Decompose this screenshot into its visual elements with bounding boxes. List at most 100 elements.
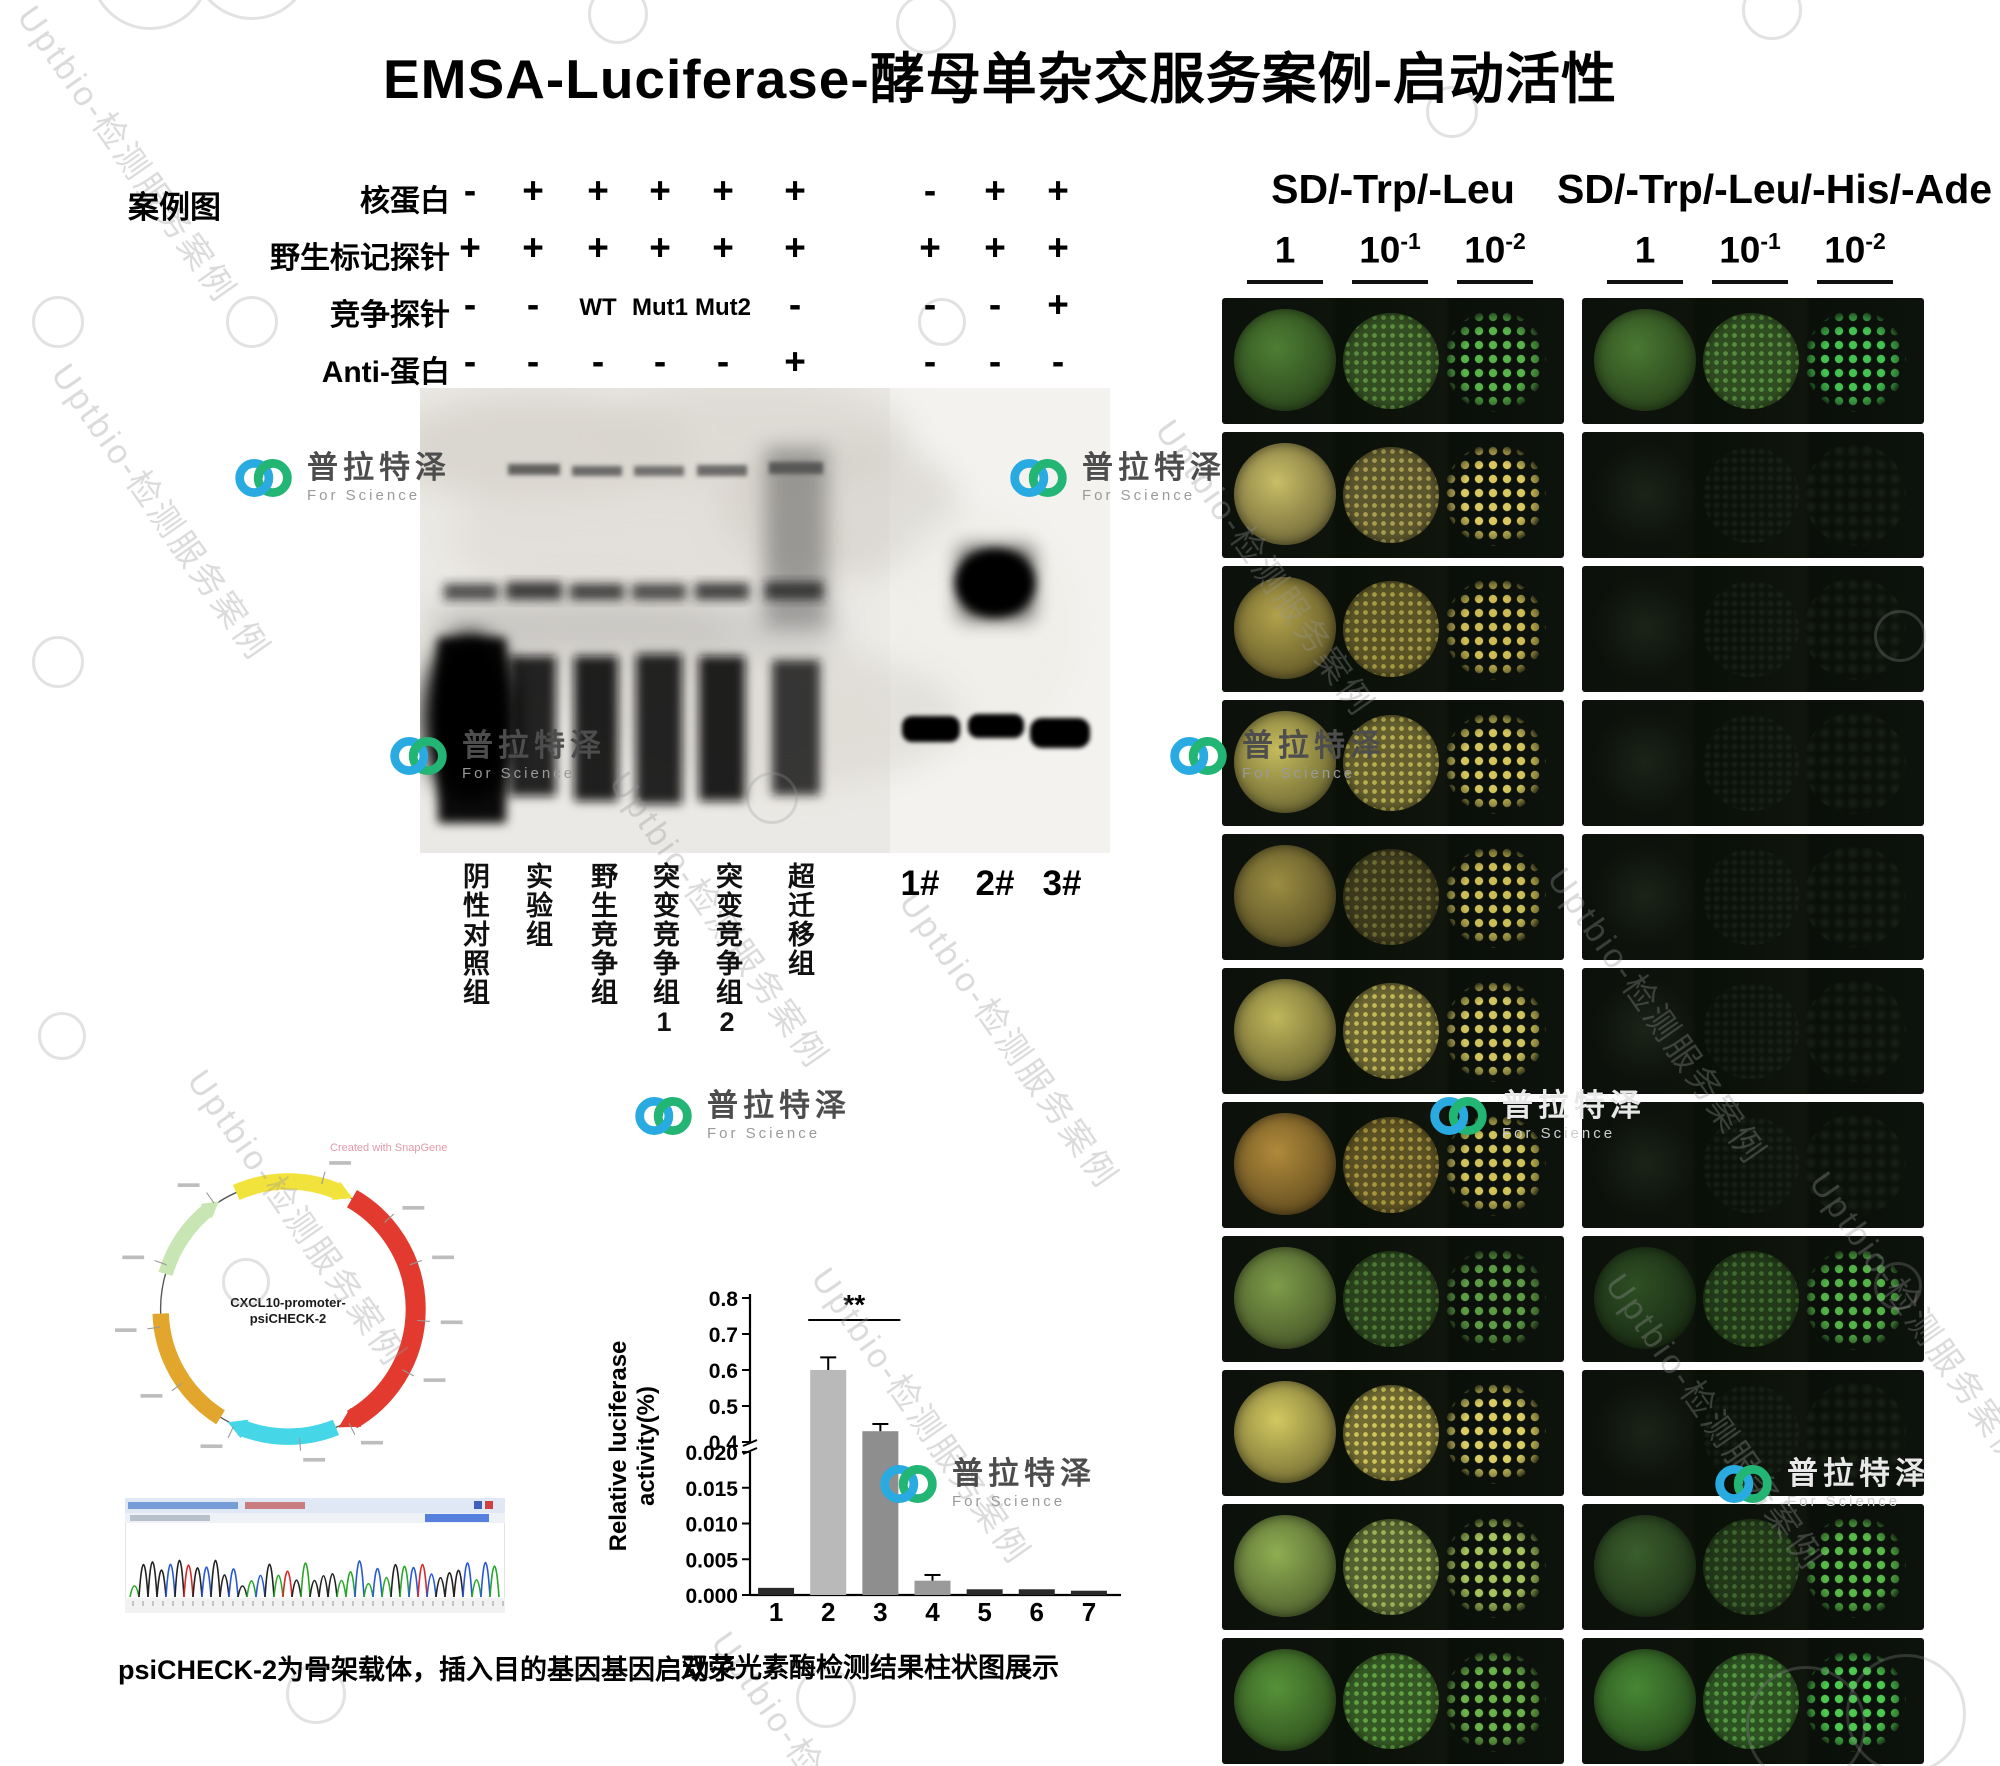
colony-spot [1594, 1381, 1696, 1483]
svg-text:1: 1 [769, 1597, 783, 1627]
brand-watermark: 普拉特泽 For Science [228, 452, 451, 504]
svg-text:7: 7 [1082, 1597, 1096, 1627]
colony-spot [1444, 846, 1546, 948]
brand-name: 普拉特泽 [1502, 1088, 1646, 1123]
condition-value: + [459, 227, 481, 268]
colony-spot [1594, 1247, 1696, 1349]
condition-row: Anti-蛋白-----+--- [120, 339, 1120, 395]
brand-logo-icon [1170, 737, 1227, 775]
brand-tagline: For Science [307, 487, 421, 504]
yeast-plate-right-row11 [1582, 1638, 1924, 1764]
yeast-right-header: SD/-Trp/-Leu/-His/-Ade [1557, 166, 1993, 212]
colony-spot [1804, 1382, 1906, 1484]
yeast-plate-right-row5 [1582, 834, 1924, 960]
colony-spot [1343, 313, 1439, 409]
colony-spot [1234, 443, 1336, 545]
colony-spot [1804, 1516, 1906, 1618]
yeast-plate-right-row7 [1582, 1102, 1924, 1228]
yeast-plate-right-row2 [1582, 432, 1924, 558]
yeast-plate-left-row1 [1222, 298, 1564, 424]
yeast-plate-right-row3 [1582, 566, 1924, 692]
yeast-plate-left-row11 [1222, 1638, 1564, 1764]
svg-text:0.6: 0.6 [709, 1360, 738, 1383]
luciferase-bar-chart: 0.80.70.60.50.40.0200.0150.0100.0050.000… [605, 1288, 1121, 1627]
brand-name: 普拉特泽 [1082, 450, 1226, 485]
emsa-lane-label: 阴性对照组 [459, 862, 489, 1007]
condition-value: + [522, 170, 544, 211]
condition-row-label: 竞争探针 [330, 299, 450, 332]
colony-spot [1703, 1251, 1799, 1347]
svg-text:**: ** [843, 1289, 865, 1320]
condition-value: - [788, 284, 802, 325]
yeast-plate-left-row5 [1222, 834, 1564, 960]
condition-value: + [984, 170, 1006, 211]
colony-spot [1703, 313, 1799, 409]
yeast-plate-left-row2 [1222, 432, 1564, 558]
brand-name: 普拉特泽 [1787, 1456, 1931, 1491]
condition-value: - [923, 284, 937, 325]
yeast-plate-right-row10 [1582, 1504, 1924, 1630]
condition-value: Mut2 [695, 294, 751, 321]
dilution-exponent: -2 [1505, 228, 1526, 254]
colony-spot [1703, 1385, 1799, 1481]
dilution-exponent: -2 [1865, 228, 1886, 254]
colony-spot [1444, 578, 1546, 680]
condition-value: + [984, 227, 1006, 268]
dilution-base: 1 [1634, 229, 1656, 271]
emsa-sample-label: 3# [1042, 864, 1082, 903]
svg-text:6: 6 [1030, 1597, 1044, 1627]
svg-text:0.000: 0.000 [685, 1585, 738, 1608]
colony-spot [1234, 845, 1336, 947]
condition-value: + [919, 227, 941, 268]
condition-value: + [1047, 227, 1069, 268]
dilution-base: 10 [1824, 229, 1866, 271]
svg-text:0.7: 0.7 [709, 1324, 738, 1347]
brand-tagline: For Science [462, 765, 576, 782]
svg-text:activity(%): activity(%) [633, 1386, 660, 1506]
diagonal-watermark: Uptbio-检测服务案例 [891, 885, 1125, 1196]
page-title: EMSA-Luciferase-酵母单杂交服务案例-启动活性 [383, 48, 1617, 110]
colony-spot [1444, 1382, 1546, 1484]
svg-text:0.010: 0.010 [685, 1514, 738, 1537]
dilution-label: 10-2 [1795, 228, 1915, 271]
colony-spot [1703, 581, 1799, 677]
emsa-lane-label: 突变竞争组2 [712, 862, 742, 1039]
condition-value: - [988, 341, 1002, 382]
condition-value: - [923, 170, 937, 211]
colony-spot [1343, 849, 1439, 945]
colony-spot [1703, 1519, 1799, 1615]
brand-name: 普拉特泽 [307, 450, 451, 485]
condition-row-label: 核蛋白 [360, 185, 450, 218]
svg-text:0.5: 0.5 [709, 1396, 739, 1419]
dilution-base: 10 [1464, 229, 1506, 271]
dilution-underline [1457, 280, 1533, 284]
colony-spot [1703, 849, 1799, 945]
colony-spot [1444, 980, 1546, 1082]
colony-spot [1234, 1381, 1336, 1483]
plasmid-map [115, 1161, 463, 1462]
dilution-label: 1 [1585, 228, 1705, 271]
colony-spot [1234, 1649, 1336, 1751]
condition-value: + [784, 341, 806, 382]
colony-spot [1343, 715, 1439, 811]
colony-spot [1444, 1650, 1546, 1752]
yeast-plate-right-row6 [1582, 968, 1924, 1094]
dilution-underline [1247, 280, 1323, 284]
dilution-underline [1712, 280, 1788, 284]
dilution-label: 10-1 [1690, 228, 1810, 271]
condition-value: + [712, 227, 734, 268]
colony-spot [1804, 1114, 1906, 1216]
colony-spot [1234, 979, 1336, 1081]
colony-spot [1594, 979, 1696, 1081]
colony-spot [1343, 983, 1439, 1079]
condition-row: 野生标记探针+++++++++ [120, 225, 1120, 281]
emsa-sample-label: 1# [900, 864, 940, 903]
brand-tagline: For Science [952, 1493, 1066, 1510]
svg-text:3: 3 [873, 1597, 887, 1627]
condition-value: - [923, 341, 937, 382]
